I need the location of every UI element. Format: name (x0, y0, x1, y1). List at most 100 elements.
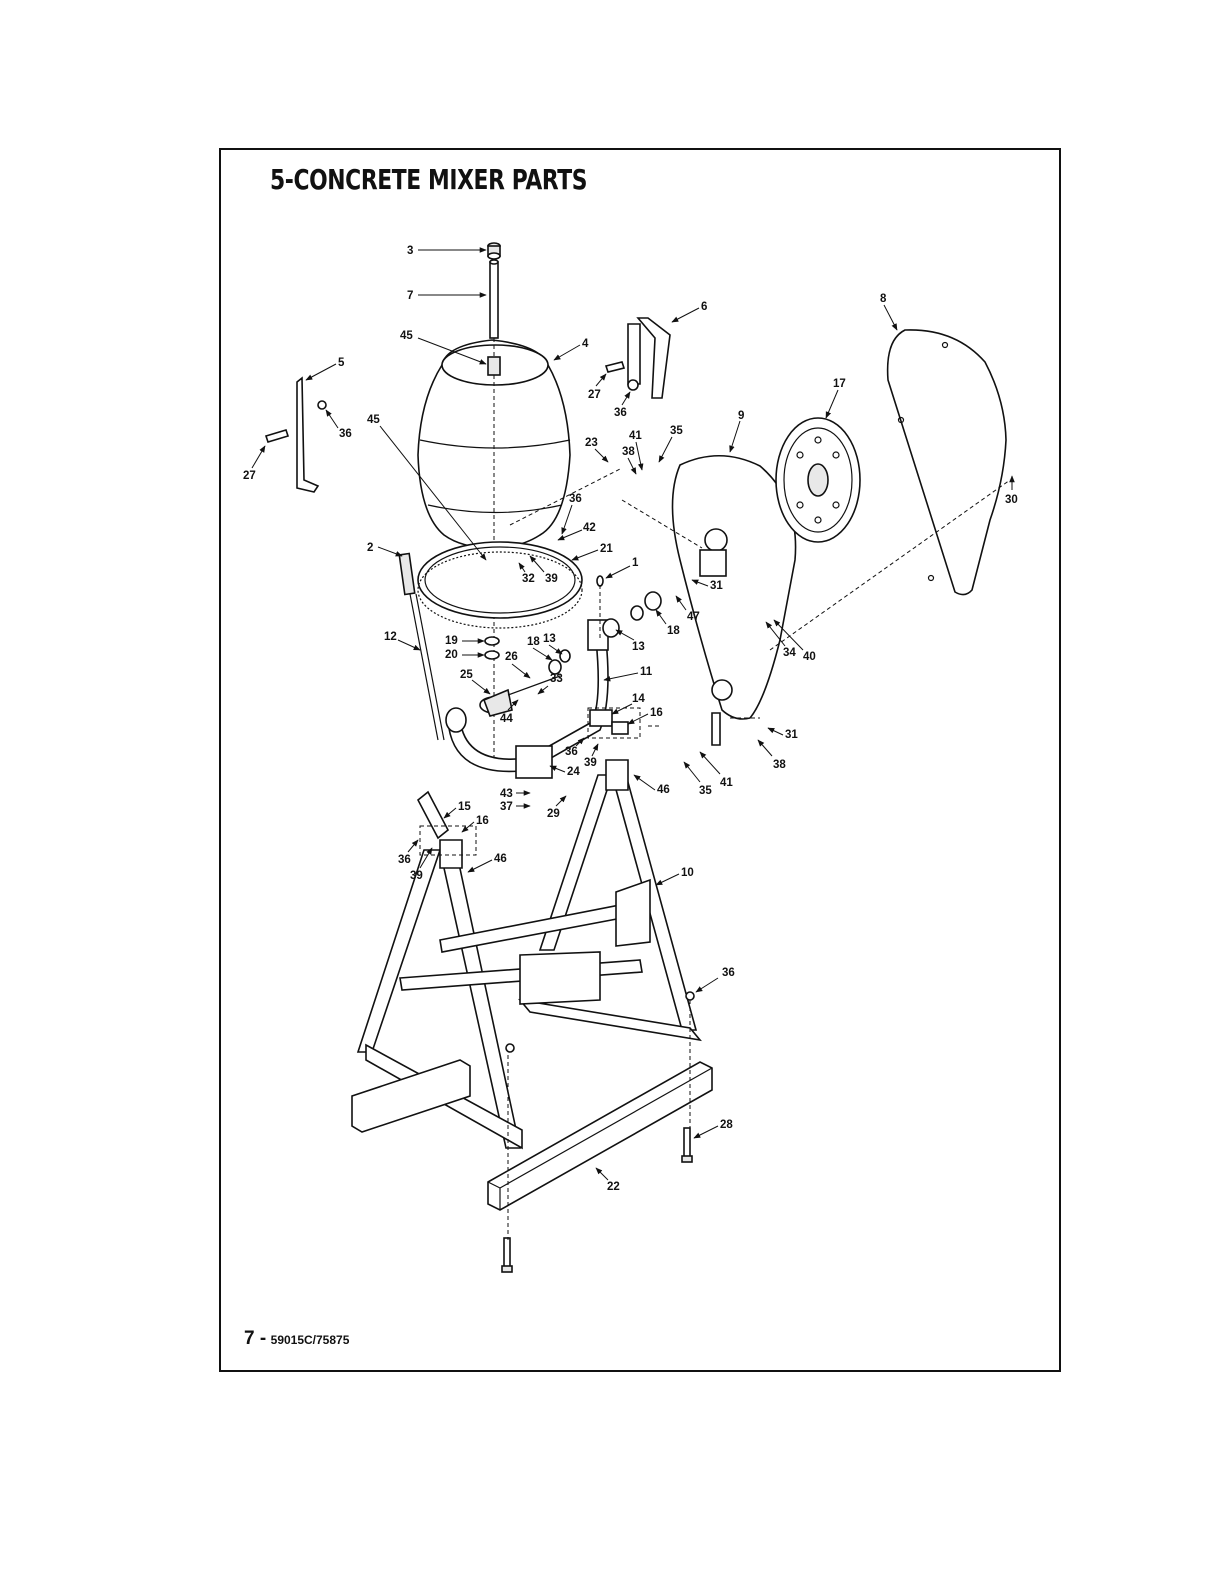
callout-1: 1 (606, 557, 639, 578)
callout-14: 14 (612, 693, 645, 714)
callout-18b: 18 (656, 610, 680, 637)
svg-text:20: 20 (445, 649, 458, 661)
skid-boards (352, 1060, 712, 1210)
svg-text:12: 12 (384, 631, 397, 643)
drum-shaft (490, 260, 498, 338)
belt-guard (673, 456, 796, 745)
callout-36b: 36 (614, 392, 630, 419)
callout-30: 30 (1005, 476, 1018, 506)
svg-text:13: 13 (632, 641, 645, 653)
callout-6: 6 (672, 301, 707, 322)
svg-text:18: 18 (667, 625, 680, 637)
svg-text:45: 45 (400, 330, 413, 342)
svg-text:37: 37 (500, 801, 513, 813)
svg-text:4: 4 (582, 338, 589, 350)
callout-2: 2 (367, 542, 402, 556)
svg-text:25: 25 (460, 669, 473, 681)
svg-text:38: 38 (622, 446, 635, 458)
svg-text:1: 1 (632, 557, 639, 569)
svg-text:30: 30 (1005, 494, 1018, 506)
callout-13b: 13 (616, 630, 645, 653)
callout-29: 29 (547, 796, 566, 820)
guard-cover (888, 330, 1006, 595)
callout-39b: 39 (584, 744, 598, 769)
callout-38a: 38 (622, 446, 636, 474)
callout-16a: 16 (462, 815, 489, 832)
svg-text:31: 31 (710, 580, 723, 592)
svg-text:39: 39 (584, 757, 597, 769)
right-bracket (606, 318, 670, 398)
svg-text:36: 36 (722, 967, 735, 979)
svg-text:40: 40 (803, 651, 816, 663)
callout-36a: 36 (326, 410, 352, 440)
callout-24: 24 (550, 766, 580, 778)
callout-19: 19 (445, 635, 484, 647)
callout-20: 20 (445, 649, 484, 661)
svg-text:38: 38 (773, 759, 786, 771)
svg-text:41: 41 (629, 430, 642, 442)
callout-35a: 35 (659, 425, 683, 462)
svg-text:27: 27 (243, 470, 256, 482)
callout-46b: 46 (468, 853, 507, 872)
ring-gear (418, 542, 582, 628)
svg-text:46: 46 (657, 784, 670, 796)
callout-33: 33 (538, 673, 563, 694)
callout-38b: 38 (758, 740, 786, 771)
svg-text:16: 16 (476, 815, 489, 827)
svg-text:41: 41 (720, 777, 733, 789)
svg-text:13: 13 (543, 633, 556, 645)
page-number: 7 - (244, 1328, 266, 1349)
callout-36c: 36 (562, 493, 582, 534)
callout-27b: 27 (588, 374, 606, 401)
callout-4: 4 (554, 338, 589, 360)
svg-text:31: 31 (785, 729, 798, 741)
callout-22: 22 (596, 1168, 620, 1193)
svg-text:15: 15 (458, 801, 471, 813)
callout-25: 25 (460, 669, 490, 694)
callout-23: 23 (585, 437, 608, 462)
pinion-gear (484, 676, 560, 716)
svg-text:21: 21 (600, 543, 613, 555)
svg-text:36: 36 (398, 854, 411, 866)
svg-text:19: 19 (445, 635, 458, 647)
callout-31b: 31 (768, 728, 798, 741)
svg-text:10: 10 (681, 867, 694, 879)
callout-11: 11 (604, 666, 653, 680)
callout-36e: 36 (398, 840, 418, 866)
callout-28: 28 (694, 1119, 733, 1138)
page-footer: 7 - 59015C/75875 (244, 1328, 349, 1350)
svg-text:5: 5 (338, 357, 345, 369)
callout-8: 8 (880, 293, 897, 330)
svg-text:23: 23 (585, 437, 598, 449)
svg-text:36: 36 (339, 428, 352, 440)
svg-text:46: 46 (494, 853, 507, 865)
svg-text:27: 27 (588, 389, 601, 401)
callout-37: 37 (500, 801, 530, 813)
svg-text:17: 17 (833, 378, 846, 390)
callout-17: 17 (826, 378, 846, 418)
callout-35b: 35 (684, 762, 712, 797)
svg-text:33: 33 (550, 673, 563, 685)
callout-27a: 27 (243, 446, 265, 482)
svg-text:14: 14 (632, 693, 645, 705)
svg-text:16: 16 (650, 707, 663, 719)
svg-text:36: 36 (569, 493, 582, 505)
svg-text:18: 18 (527, 636, 540, 648)
model-number: 59015C/75875 (271, 1333, 350, 1347)
callout-21: 21 (572, 543, 613, 560)
svg-text:6: 6 (701, 301, 707, 313)
svg-text:3: 3 (407, 245, 413, 257)
svg-text:43: 43 (500, 788, 513, 800)
callout-10: 10 (656, 867, 694, 885)
callout-13a: 13 (543, 633, 562, 654)
svg-text:26: 26 (505, 651, 518, 663)
svg-text:8: 8 (880, 293, 887, 305)
svg-text:7: 7 (407, 290, 413, 302)
svg-text:9: 9 (738, 410, 744, 422)
svg-text:39: 39 (410, 870, 423, 882)
svg-text:39: 39 (545, 573, 558, 585)
callout-41b: 41 (700, 752, 733, 789)
svg-text:35: 35 (670, 425, 683, 437)
callout-43: 43 (500, 788, 530, 800)
svg-text:35: 35 (699, 785, 712, 797)
